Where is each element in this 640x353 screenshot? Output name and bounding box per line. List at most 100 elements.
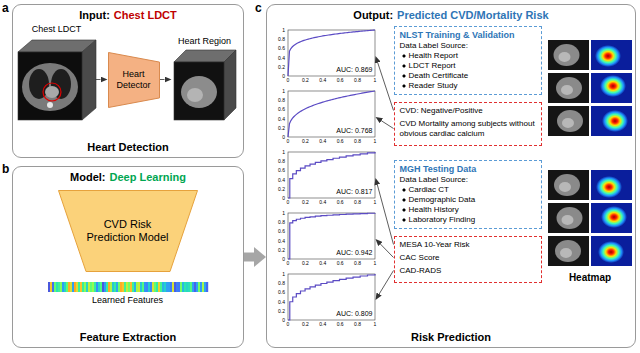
feature-stripe (82, 282, 84, 292)
heart-marker (43, 83, 61, 101)
flow-arrow (244, 253, 254, 262)
feature-stripe (58, 282, 60, 292)
heatmap-pair (548, 73, 632, 103)
heatmap-pair (548, 40, 632, 70)
box-text: MESA 10-Year Risk (400, 240, 536, 250)
y-tick: 0.2 (265, 308, 285, 314)
feature-stripes (48, 282, 208, 292)
roc-curve (288, 152, 375, 198)
feature-stripe (70, 282, 72, 292)
connector-arrow (379, 271, 393, 295)
stage-name: Feature Extraction (13, 331, 243, 344)
heatmap-pair (548, 203, 632, 233)
feature-stripe (122, 282, 124, 292)
plot-frame (288, 213, 375, 259)
heatmap-image (591, 203, 632, 233)
outcome-box: CVD: Negative/PositiveCVD Mortality amon… (394, 102, 542, 146)
plot-frame (288, 91, 375, 137)
y-tick: 0.4 (265, 299, 285, 305)
auc-value: AUC: 0.869 (336, 66, 372, 74)
panel-title: Input: (79, 9, 110, 21)
heart-chamber (559, 52, 571, 62)
x-tick: 0.6 (330, 260, 350, 266)
feature-stripe (134, 282, 136, 292)
feature-stripe (204, 282, 206, 292)
x-tick: 0.2 (295, 77, 315, 83)
x-tick: 1 (365, 199, 385, 205)
feature-stripe (74, 282, 76, 292)
x-tick: 0.2 (295, 138, 315, 144)
feature-stripe (132, 282, 134, 292)
x-tick: 0.8 (348, 138, 368, 144)
box-text: CAD-RADS (400, 266, 536, 276)
x-tick: 0.6 (330, 321, 350, 327)
feature-stripe (168, 282, 170, 292)
heatmap-pair (548, 170, 632, 200)
heatmap-image (591, 170, 632, 200)
panel: Input:Chest LDCTHeart DetectionChest LDC… (12, 4, 244, 158)
volume-label: Heart Region (172, 36, 238, 47)
y-tick: 0 (265, 317, 285, 323)
y-tick: 1 (265, 210, 285, 216)
x-tick: 0.4 (313, 77, 333, 83)
bullet-item: Death Certificate (400, 71, 536, 81)
feature-stripe (154, 282, 156, 292)
connector-arrow (160, 79, 165, 80)
feature-stripe (174, 282, 176, 292)
roc-chart (288, 213, 375, 259)
heart-chamber (562, 215, 574, 225)
x-tick: 0.8 (348, 77, 368, 83)
bullet-item: Health History (400, 205, 536, 215)
feature-stripe (60, 282, 62, 292)
auc-value: AUC: 0.942 (336, 249, 372, 257)
roc-plot: AUC: 0.809 (272, 272, 376, 329)
x-tick: 0.6 (330, 138, 350, 144)
data-source-box: MGH Testing DataData Label Source:Cardia… (394, 160, 542, 229)
panel-footer: Risk Prediction (267, 331, 635, 344)
feature-stripe (90, 282, 92, 292)
heart-volume (174, 50, 236, 120)
x-tick: 0.6 (330, 199, 350, 205)
heatmap-caption: Heatmap (548, 272, 632, 284)
ct-volume-box: Chest LDCT (18, 24, 96, 136)
heatmaps (548, 40, 632, 266)
feature-stripe (148, 282, 150, 292)
y-tick: 0.6 (265, 106, 285, 112)
heart (45, 86, 59, 98)
roc-chart (288, 152, 375, 198)
feature-stripe (116, 282, 118, 292)
panel-letter: b (2, 162, 9, 176)
ct-image (548, 236, 589, 266)
heatmap-blob (601, 206, 627, 228)
feature-stripe (142, 282, 144, 292)
x-tick: 0.6 (330, 77, 350, 83)
box-title: MGH Testing Data (400, 164, 536, 175)
bullet-item: Demographic Data (400, 195, 536, 205)
feature-stripe (126, 282, 128, 292)
feature-stripe (136, 282, 138, 292)
x-tick: 0.8 (348, 199, 368, 205)
x-tick: 0 (278, 77, 298, 83)
feature-stripe (62, 282, 64, 292)
feature-stripe (138, 282, 140, 292)
feature-stripe (86, 282, 88, 292)
y-tick: 0.8 (265, 158, 285, 164)
feature-stripe (156, 282, 158, 292)
ct-slice (174, 62, 224, 120)
y-tick: 0 (265, 195, 285, 201)
panel-footer: Feature Extraction (13, 331, 243, 344)
feature-stripe (188, 282, 190, 292)
ct-image (548, 203, 589, 233)
feature-stripe (50, 282, 52, 292)
feature-stripe (124, 282, 126, 292)
feature-stripe (172, 282, 174, 292)
heart-chamber (187, 88, 203, 102)
spine (47, 102, 53, 108)
y-tick: 0.2 (265, 64, 285, 70)
feature-stripe (98, 282, 100, 292)
model-name: CVD Risk Prediction Model (82, 218, 174, 243)
feature-stripe (110, 282, 112, 292)
y-tick: 0.6 (265, 289, 285, 295)
feature-stripe (150, 282, 152, 292)
